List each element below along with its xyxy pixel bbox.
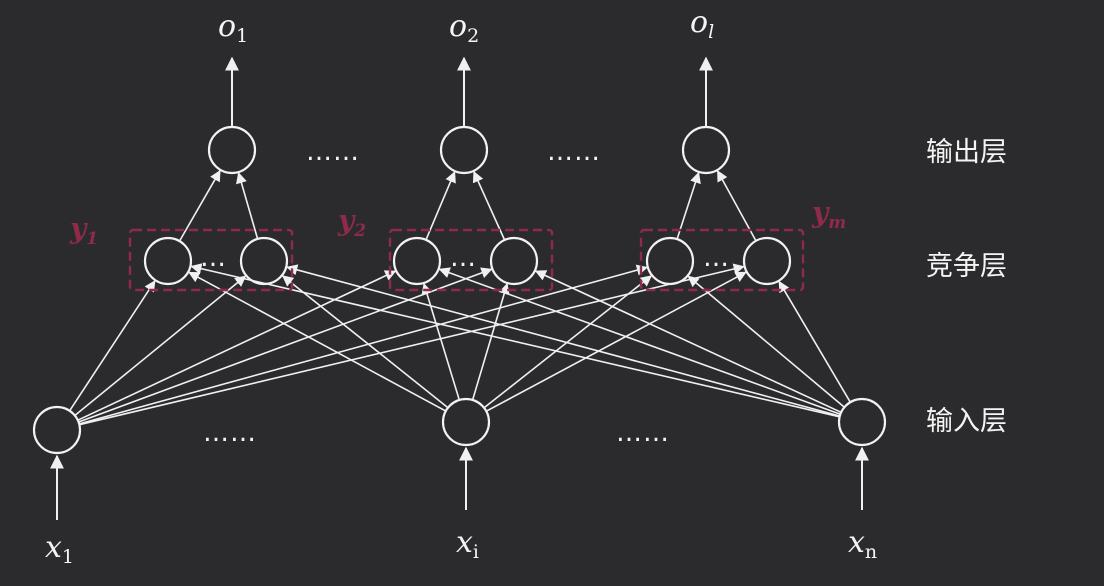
edge-input-2-to-competitive-3 <box>534 270 842 414</box>
input-node-n <box>837 397 887 447</box>
group-label-1: y1 <box>69 212 98 249</box>
competitive-node-3a <box>645 236 695 286</box>
layer-label-input: 输入层 <box>926 406 1007 437</box>
edge-input-2-to-competitive-2 <box>438 267 841 415</box>
input-label-i: xi <box>456 525 479 563</box>
competitive-node-1b <box>239 236 289 286</box>
competitive-ellipsis-2: … <box>450 243 477 273</box>
competitive-ellipsis-1: … <box>200 243 227 273</box>
edge-competitive-3-to-output-1 <box>472 170 506 241</box>
output-node-1 <box>207 125 257 175</box>
edge-competitive-0-to-output-0 <box>178 169 221 242</box>
output-label-3: ol <box>690 5 714 43</box>
output-node-2 <box>439 125 489 175</box>
layer-label-competitive: 竞争层 <box>926 251 1007 282</box>
edge-input-2-to-competitive-5 <box>778 280 851 403</box>
competitive-group-box-2 <box>388 228 554 292</box>
edge-input-1-to-competitive-0 <box>188 271 447 412</box>
input-ellipsis-left: …… <box>203 418 257 448</box>
group-label-3: ym <box>811 196 846 233</box>
edge-input-1-to-competitive-4 <box>483 275 653 409</box>
edge-competitive-1-to-output-0 <box>236 172 259 240</box>
output-ellipsis-right: …… <box>547 137 601 167</box>
edge-input-0-to-competitive-4 <box>78 264 648 425</box>
edge-input-1-to-competitive-5 <box>485 271 747 412</box>
output-label-1: o1 <box>218 9 248 47</box>
edge-input-0-to-competitive-2 <box>77 270 397 421</box>
connection-edges <box>68 169 851 426</box>
output-node-3 <box>681 125 731 175</box>
input-label-n: xn <box>848 525 877 563</box>
competitive-node-2a <box>392 236 442 286</box>
edge-input-2-to-competitive-1 <box>286 264 841 417</box>
edge-input-0-to-competitive-0 <box>68 280 156 412</box>
edge-input-1-to-competitive-3 <box>471 282 510 401</box>
edge-input-2-to-competitive-4 <box>687 275 845 408</box>
edge-input-2-to-competitive-0 <box>190 263 840 418</box>
input-node-1 <box>32 405 82 455</box>
group-label-2: y2 <box>337 204 366 241</box>
output-label-2: o2 <box>449 9 479 47</box>
input-ellipsis-right: …… <box>616 418 670 448</box>
edge-competitive-2-to-output-1 <box>425 171 456 241</box>
edge-input-1-to-competitive-2 <box>421 282 461 401</box>
input-node-i <box>441 397 491 447</box>
network-nodes <box>32 125 887 455</box>
competitive-group-box-1 <box>128 228 294 292</box>
output-ellipsis-left: …… <box>306 137 360 167</box>
competitive-ellipsis-3: … <box>703 243 730 273</box>
layer-label-output: 输出层 <box>926 137 1007 168</box>
competitive-group-box-3 <box>639 228 805 292</box>
edge-competitive-4-to-output-2 <box>676 171 701 240</box>
edge-input-0-to-competitive-3 <box>78 267 493 423</box>
edge-input-1-to-competitive-1 <box>281 275 449 409</box>
competitive-node-3b <box>742 236 792 286</box>
edge-input-0-to-competitive-5 <box>79 263 745 426</box>
input-label-1: x1 <box>45 530 74 568</box>
competitive-node-2b <box>489 236 539 286</box>
edge-input-0-to-competitive-1 <box>74 275 247 417</box>
competitive-node-1a <box>143 236 193 286</box>
